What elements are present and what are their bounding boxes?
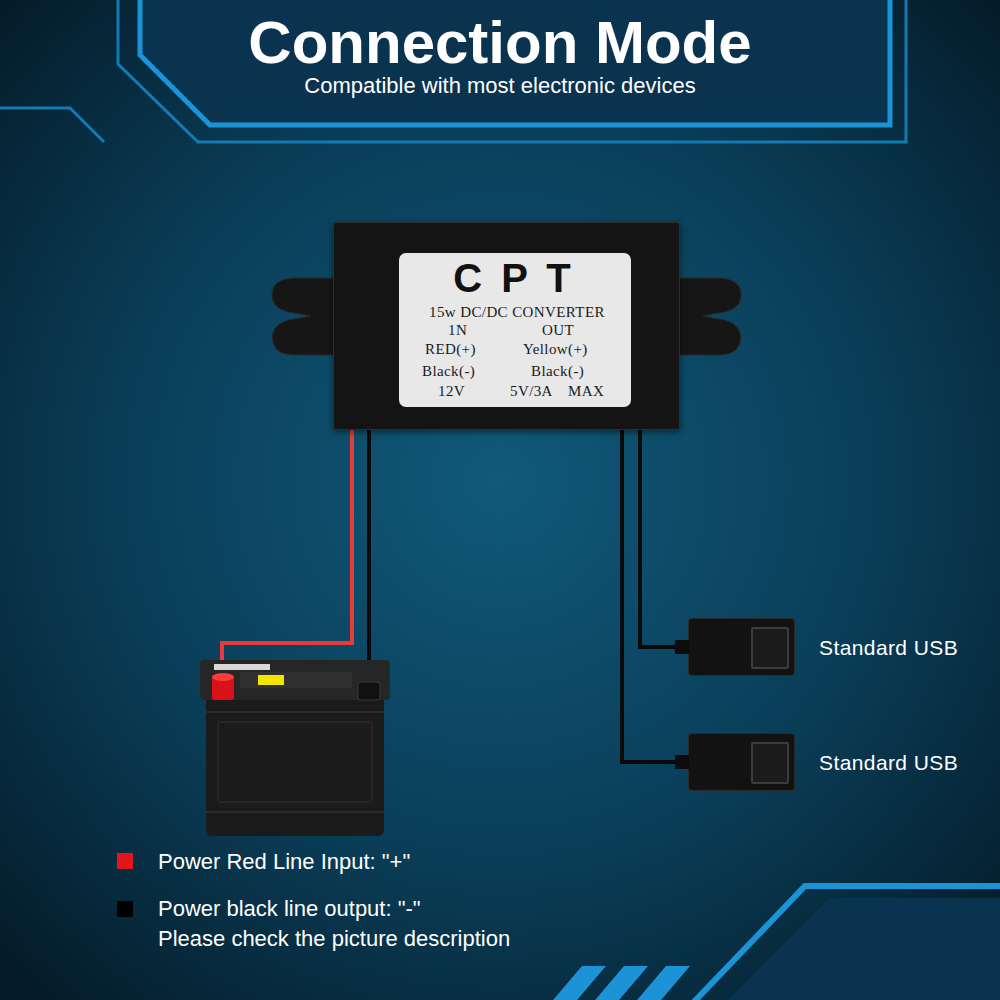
rating-text: MAX xyxy=(568,384,604,399)
corner-stripe xyxy=(590,966,648,1000)
wire-label: Black(-) xyxy=(422,364,475,379)
corner-frame-line xyxy=(690,886,1000,1000)
black-wire xyxy=(367,428,371,684)
port-label: OUT xyxy=(542,323,574,338)
banner-frame-line xyxy=(0,108,104,142)
battery-lid xyxy=(200,660,390,700)
corner-panel xyxy=(722,898,1000,1000)
brand-name: C P T xyxy=(453,258,575,298)
page-title: Connection Mode xyxy=(0,10,1000,76)
port-label: 1N xyxy=(448,323,467,338)
positive-terminal-top xyxy=(212,673,234,681)
usb-label: Standard USB xyxy=(819,637,958,658)
mounting-ear xyxy=(272,278,336,355)
corner-stripe xyxy=(548,966,606,1000)
battery-rib xyxy=(206,711,384,713)
wire-label: Yellow(+) xyxy=(523,342,588,357)
mounting-ear xyxy=(677,278,741,355)
battery-rib xyxy=(206,811,384,813)
battery-body xyxy=(206,694,384,836)
legend-swatch xyxy=(117,901,133,917)
battery-panel xyxy=(218,722,372,802)
spec-text: 15w DC/DC CONVERTER xyxy=(429,305,605,320)
battery xyxy=(200,660,390,836)
legend-text: Power black line output: "-" xyxy=(158,895,421,923)
usb-cable xyxy=(622,430,688,762)
corner-stripe xyxy=(632,966,690,1000)
usb-cable xyxy=(640,430,688,647)
cable-end xyxy=(675,755,689,769)
subtitle: Compatible with most electronic devices xyxy=(0,72,1000,100)
wire-label: RED(+) xyxy=(425,342,476,357)
rating-text: 5V/3A xyxy=(510,384,553,399)
usb-port xyxy=(751,627,789,669)
negative-terminal xyxy=(358,682,380,700)
legend-text: Power Red Line Input: "+" xyxy=(158,848,410,876)
battery-sticker xyxy=(258,675,284,685)
usb-port xyxy=(751,742,789,784)
battery-strip xyxy=(214,664,270,670)
usb-connector: Standard USB xyxy=(688,618,795,676)
usb-connector: Standard USB xyxy=(688,733,795,791)
red-wire xyxy=(222,428,352,680)
note-text: Please check the picture description xyxy=(158,925,510,953)
usb-label: Standard USB xyxy=(819,752,958,773)
cable-end xyxy=(675,640,689,654)
wire-label: Black(-) xyxy=(531,364,584,379)
battery-ridge xyxy=(240,672,352,688)
converter-housing: C P T 15w DC/DC CONVERTER 1N OUT RED(+) Yello… xyxy=(333,222,680,430)
legend-swatch xyxy=(117,853,133,869)
rating-text: 12V xyxy=(438,384,465,399)
